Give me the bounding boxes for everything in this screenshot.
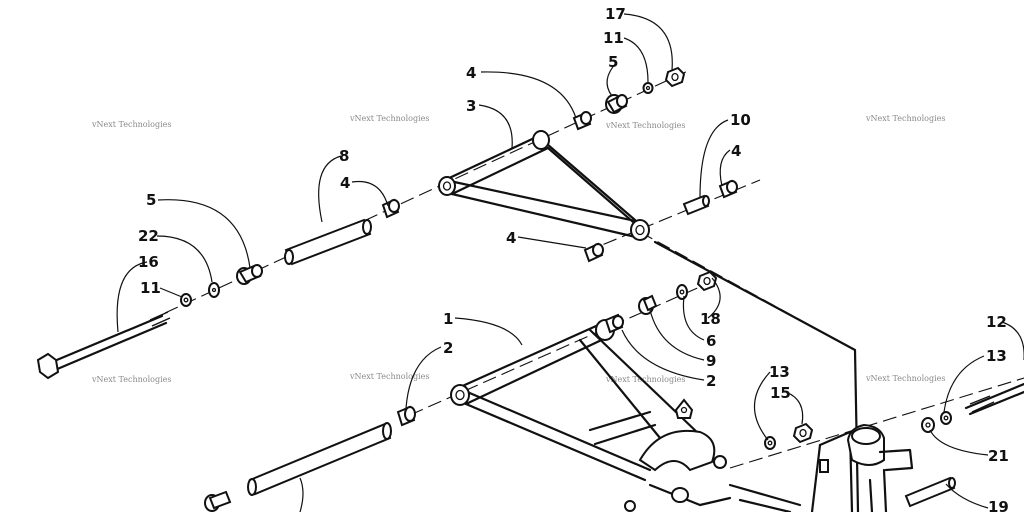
leader-lines <box>116 13 1024 512</box>
bushing-4 <box>572 111 592 131</box>
watermark: vNext Technologies <box>91 375 171 384</box>
bolt-16 <box>36 311 171 380</box>
callout-4: 4 <box>340 174 350 192</box>
bolt-12 <box>964 382 1024 416</box>
callout-5: 5 <box>146 191 156 209</box>
watermark: vNext Technologies <box>605 121 685 130</box>
washer-5-left <box>236 264 263 285</box>
sleeve-19 <box>904 476 956 508</box>
callout-4: 4 <box>506 229 516 247</box>
watermark: vNext Technologies <box>91 120 171 129</box>
callout-16: 16 <box>138 253 159 271</box>
lower-hardware <box>204 270 1024 512</box>
watermark: vNext Technologies <box>605 375 685 384</box>
upper-hardware <box>36 66 738 380</box>
watermark: vNext Technologies <box>349 114 429 123</box>
nut-15 <box>792 422 814 444</box>
bushing-4-right <box>718 179 738 199</box>
callout-8: 8 <box>339 147 349 165</box>
lock-washer-11 <box>642 82 654 94</box>
bushing-4-lower <box>583 242 604 263</box>
callout-6: 6 <box>706 332 716 350</box>
lower-washer <box>204 490 232 512</box>
callout-11: 11 <box>140 279 161 297</box>
lower-sleeve <box>247 422 392 496</box>
assembly-axes <box>164 69 1024 469</box>
callout-1: 1 <box>443 310 453 328</box>
callout-2: 2 <box>706 372 716 390</box>
watermark: vNext Technologies <box>349 372 429 381</box>
washer-9 <box>638 294 658 315</box>
washer-6 <box>676 284 688 300</box>
watermarks: vNext Technologies vNext Technologies vN… <box>91 114 945 384</box>
washer-5 <box>605 94 628 114</box>
sleeve-8 <box>284 218 372 266</box>
callout-21: 21 <box>988 447 1009 465</box>
callout-13: 13 <box>986 347 1007 365</box>
callout-22: 22 <box>138 227 159 245</box>
watermark: vNext Technologies <box>865 374 945 383</box>
lower-a-arm <box>450 319 732 507</box>
callout-4: 4 <box>731 142 741 160</box>
lock-washer-11-left <box>180 293 192 307</box>
upper-a-arm <box>438 130 650 241</box>
sleeve-10 <box>682 194 710 216</box>
bushing-4-left <box>381 198 400 219</box>
callout-18: 18 <box>700 310 721 328</box>
callout-15: 15 <box>770 384 791 402</box>
frame-bracket <box>624 240 914 512</box>
callout-5: 5 <box>608 53 618 71</box>
callout-4: 4 <box>466 64 476 82</box>
lock-washer-13-right <box>940 411 952 425</box>
callout-17: 17 <box>605 5 626 23</box>
callout-11: 11 <box>603 29 624 47</box>
callout-19: 19 <box>988 498 1009 512</box>
callout-9: 9 <box>706 352 716 370</box>
bushing-2-right <box>604 313 624 334</box>
nut-17 <box>664 66 686 88</box>
watermark: vNext Technologies <box>865 114 945 123</box>
callouts: 17 11 5 4 3 10 4 8 4 5 22 16 11 4 18 6 9… <box>138 5 1009 512</box>
washer-22 <box>208 282 220 298</box>
callout-2: 2 <box>443 339 453 357</box>
callout-12: 12 <box>986 313 1007 331</box>
callout-3: 3 <box>466 97 476 115</box>
washer-21 <box>921 417 935 433</box>
callout-10: 10 <box>730 111 751 129</box>
bushing-2 <box>396 405 416 427</box>
callout-13: 13 <box>769 363 790 381</box>
